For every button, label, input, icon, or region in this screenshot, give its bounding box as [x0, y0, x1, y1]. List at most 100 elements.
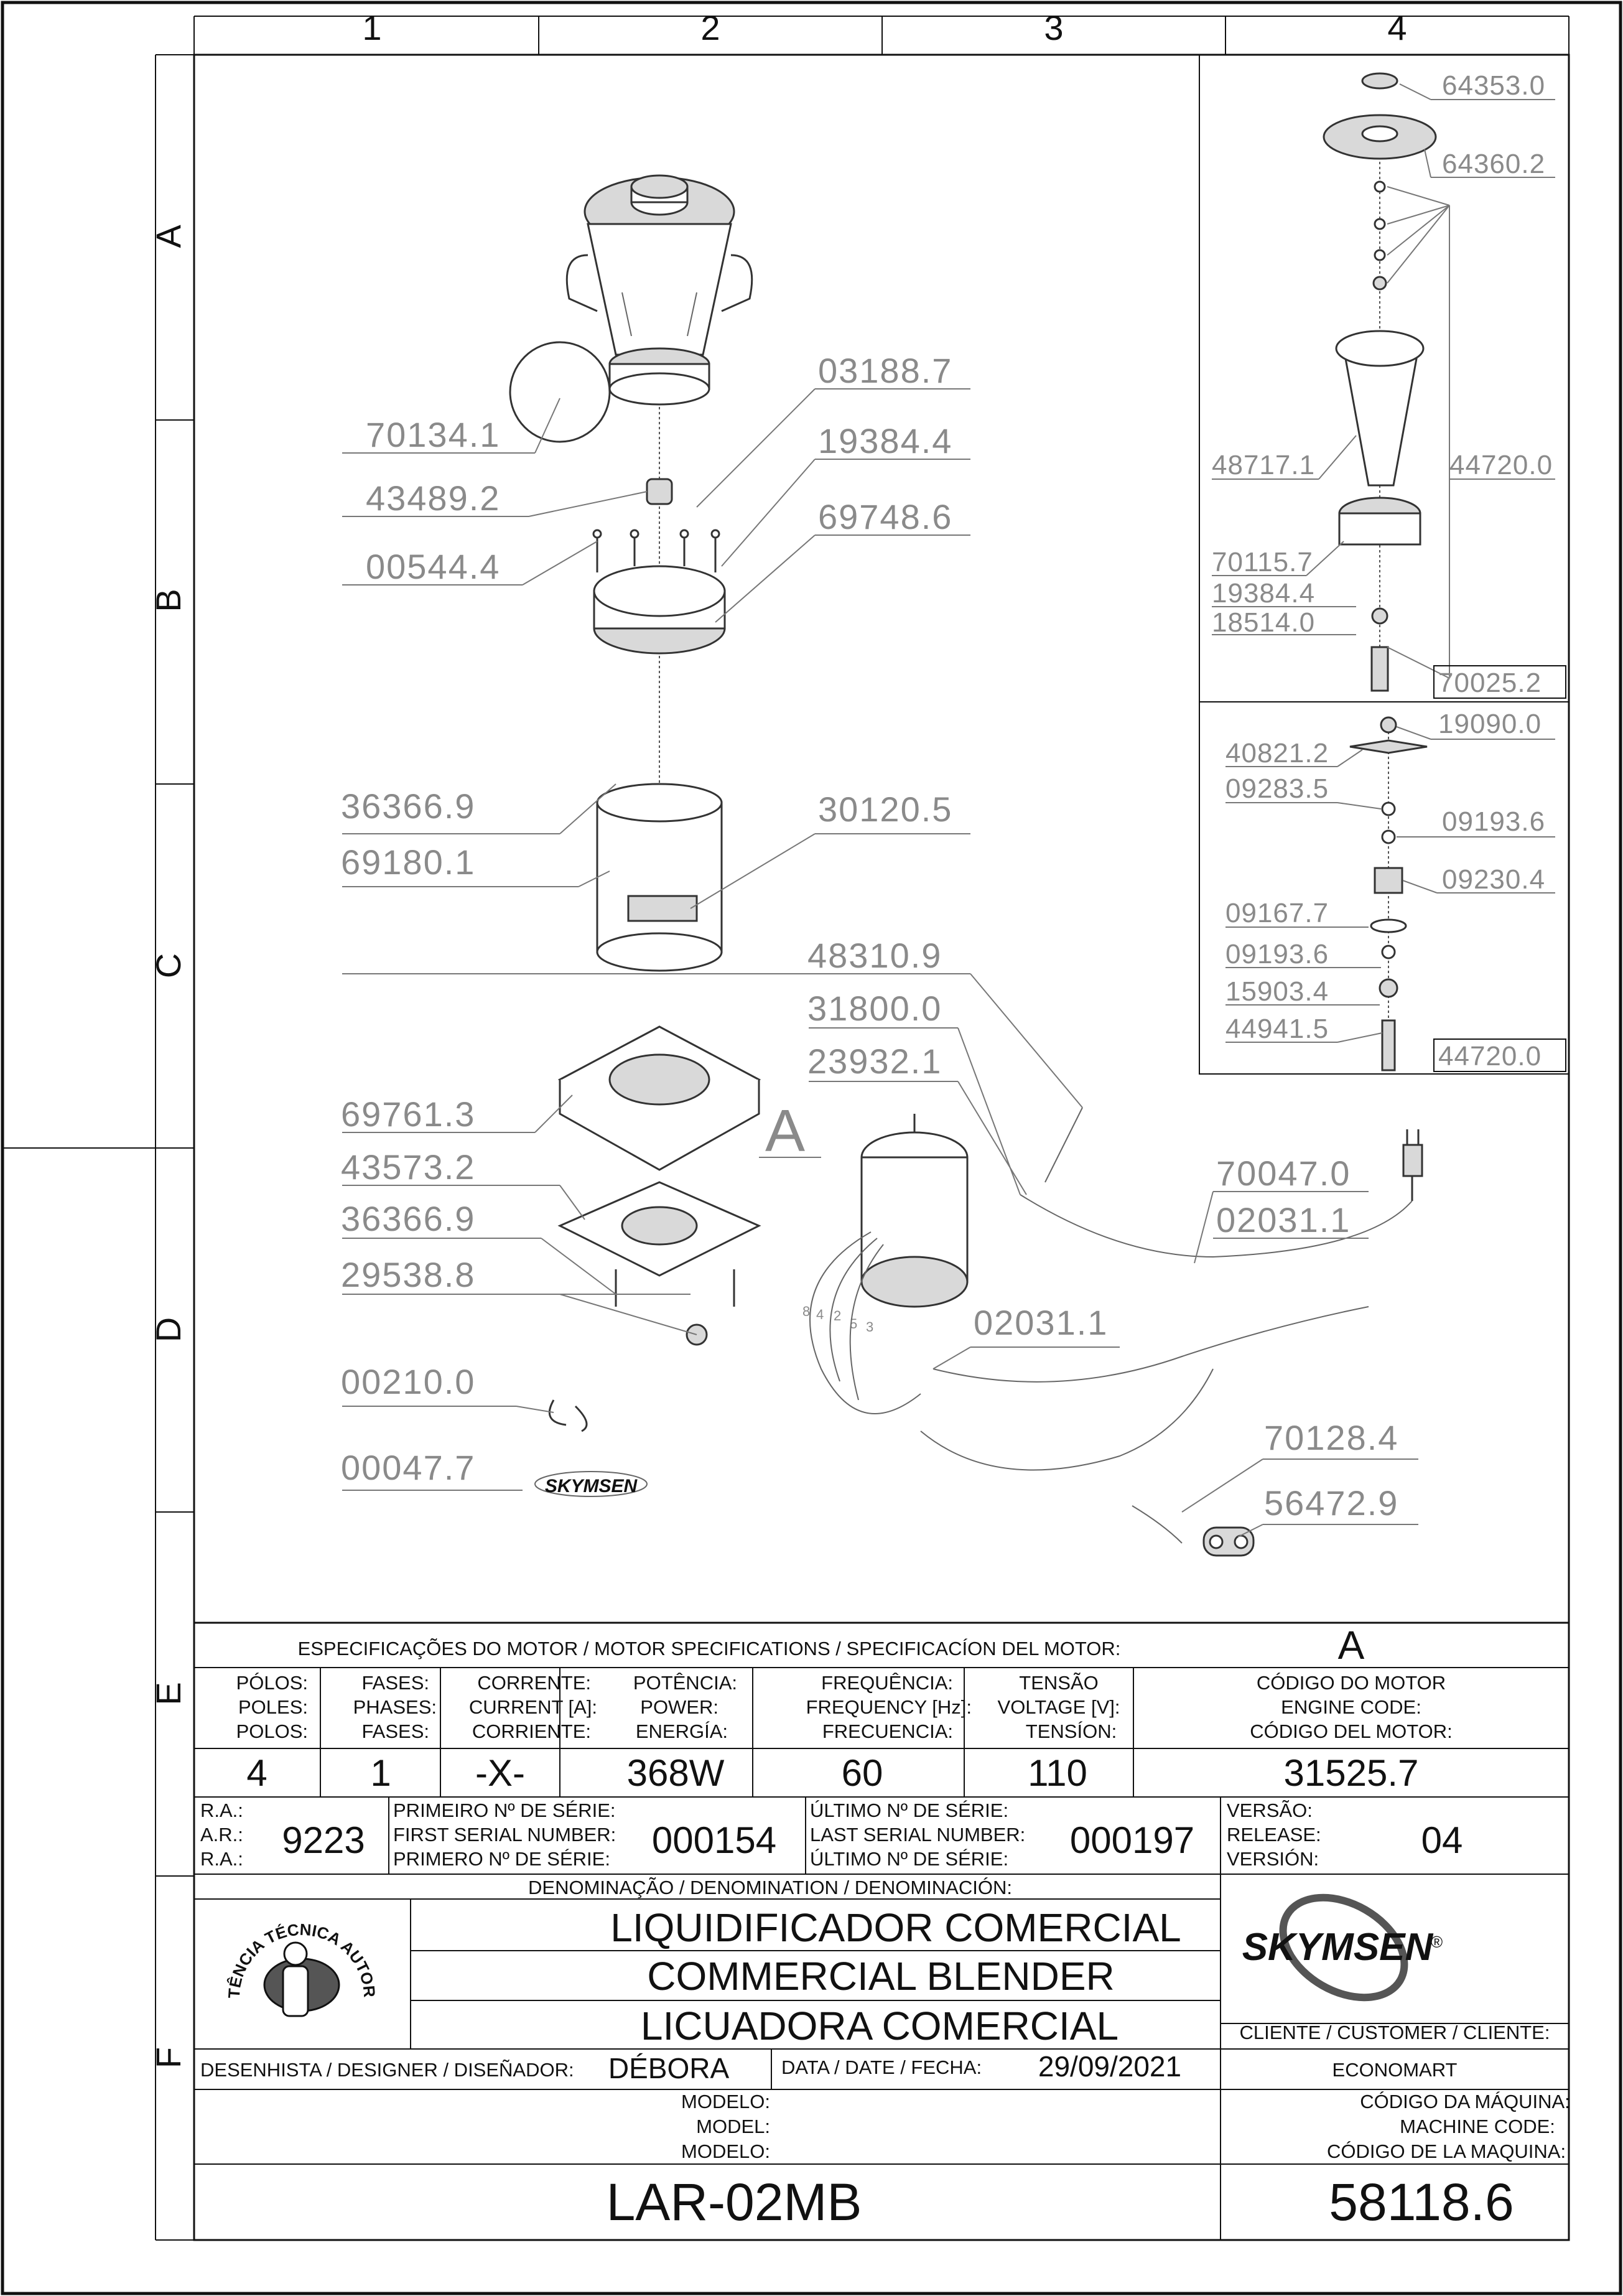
motor-unit — [860, 1114, 969, 1308]
callout-09283-5: 09283.5 — [1225, 773, 1329, 804]
client-value: ECONOMART — [1332, 2059, 1458, 2081]
callout-02031-1-b: 02031.1 — [974, 1303, 1108, 1342]
callout-09193-6-b: 09193.6 — [1225, 939, 1329, 969]
callout-56472-9: 56472.9 — [1264, 1483, 1398, 1523]
spec-value-voltage: 110 — [1028, 1752, 1087, 1794]
callout-15903-4: 15903.4 — [1225, 976, 1329, 1007]
main-exploded-view: A SKYMSEN 8 4 2 5 3 — [341, 174, 1423, 1557]
ra-labels: R.A.: A.R.: R.A.: — [200, 1799, 243, 1870]
callout-36366-9-b: 36366.9 — [341, 1199, 475, 1238]
seal-text-path: ASSISTÊNCIA TÉCNICA AUTORIZADA — [0, 0, 379, 1999]
motor-housing — [596, 783, 723, 972]
spec-header-line: CÓDIGO DO MOTOR — [1257, 1672, 1446, 1694]
cabinet — [557, 1025, 761, 1171]
first-serial-labels: PRIMEIRO Nº DE SÉRIE: FIRST SERIAL NUMBE… — [393, 1799, 616, 1870]
base-plate — [557, 1181, 761, 1346]
motor-wire-number: 2 — [834, 1308, 842, 1323]
callout-box — [1433, 1038, 1566, 1072]
callout-00047-7: 00047.7 — [341, 1448, 475, 1487]
callout-48310-9: 48310.9 — [807, 936, 942, 975]
model-label: MODELO: — [681, 2091, 770, 2112]
zone-row-label-text: B — [149, 589, 188, 612]
zone-row-label: E — [149, 1682, 188, 1705]
model-labels: MODELO: MODEL: MODELO: — [681, 2091, 770, 2162]
zone-row-label-text: E — [149, 1682, 188, 1705]
callout-44720-0-a: 44720.0 — [1449, 450, 1553, 480]
callout-69180-1: 69180.1 — [341, 842, 475, 882]
last-serial-label: ÚLTIMO Nº DE SÉRIE: — [810, 1848, 1008, 1870]
spec-header-line: FRECUENCIA: — [822, 1720, 953, 1742]
spec-header-current: CORRENTE: CURRENT [A]: CORRIENTE: — [469, 1672, 597, 1742]
spec-header-power: POTÊNCIA: POWER: ENERGÍA: — [633, 1672, 737, 1742]
last-serial-label: LAST SERIAL NUMBER: — [810, 1824, 1025, 1846]
last-serial-labels: ÚLTIMO Nº DE SÉRIE: LAST SERIAL NUMBER: … — [810, 1799, 1025, 1870]
motor-wire-number: 4 — [816, 1307, 824, 1322]
switch — [1202, 1526, 1255, 1557]
callout-31800-0: 31800.0 — [807, 989, 942, 1028]
model-label: MODELO: — [681, 2140, 770, 2162]
callout-64353-0: 64353.0 — [1442, 70, 1545, 101]
version-label: VERSÃO: — [1227, 1799, 1313, 1821]
last-serial-label: ÚLTIMO Nº DE SÉRIE: — [810, 1799, 1008, 1821]
callout-70025-2: 70025.2 — [1438, 668, 1542, 698]
callout-36366-9-a: 36366.9 — [341, 786, 475, 826]
coupling — [646, 478, 673, 505]
callout-19090-0: 19090.0 — [1438, 709, 1542, 739]
callout-18514-0: 18514.0 — [1212, 607, 1315, 638]
brand-logo-text: SKYMSEN — [1242, 1926, 1434, 1969]
zone-row-label: B — [149, 589, 188, 612]
zone-column-label: 1 — [362, 8, 381, 47]
first-serial-label: PRIMEIRO Nº DE SÉRIE: — [393, 1799, 616, 1821]
detail-jar-assembly: 64353.0 64360.2 48717.1 44720.0 70115.7 … — [1212, 70, 1566, 699]
version-labels: VERSÃO: RELEASE: VERSIÓN: — [1227, 1799, 1321, 1870]
callout-44720-0-b: 44720.0 — [1438, 1041, 1542, 1071]
spec-header-line: CURRENT [A]: — [469, 1696, 597, 1718]
callout-box — [1433, 665, 1566, 699]
ra-label: A.R.: — [200, 1824, 243, 1846]
client-label: CLIENTE / CUSTOMER / CLIENTE: — [1240, 2022, 1550, 2043]
spec-header-poles: PÓLOS: POLES: POLOS: — [236, 1672, 308, 1742]
callout-48717-1: 48717.1 — [1212, 450, 1315, 480]
zone-row-label: F — [149, 2047, 188, 2068]
version-label: VERSIÓN: — [1227, 1848, 1319, 1870]
callout-70134-1: 70134.1 — [366, 415, 500, 454]
spec-header-line: FASES: — [361, 1720, 429, 1742]
motor-wire-number: 8 — [802, 1304, 811, 1319]
spec-header-line: PHASES: — [353, 1696, 437, 1718]
zone-row-label-text: A — [149, 225, 188, 248]
zone-row-label: D — [149, 1317, 188, 1342]
version-value: 04 — [1421, 1819, 1463, 1861]
motor-spec-title: ESPECIFICAÇÕES DO MOTOR / MOTOR SPECIFIC… — [298, 1638, 1121, 1659]
power-cord — [1402, 1129, 1423, 1201]
callout-69748-6: 69748.6 — [818, 497, 952, 536]
first-serial-value: 000154 — [652, 1819, 776, 1861]
brand-logo-mark: ® — [1431, 1933, 1443, 1951]
spec-value-frequency: 60 — [842, 1752, 883, 1794]
spec-value-current: -X- — [475, 1752, 525, 1794]
spec-value-engine-code: 31525.7 — [1284, 1752, 1419, 1794]
spec-value-poles: 4 — [246, 1752, 267, 1794]
callout-09167-7: 09167.7 — [1225, 898, 1329, 928]
callout-64360-2: 64360.2 — [1442, 149, 1545, 179]
last-serial-value: 000197 — [1070, 1819, 1194, 1861]
motor-wire-number: 3 — [866, 1319, 874, 1335]
spec-header-line: CORRENTE: — [477, 1672, 591, 1694]
callout-23932-1: 23932.1 — [807, 1042, 942, 1081]
callout-43489-2: 43489.2 — [366, 478, 500, 518]
zone-column-label: 2 — [700, 8, 720, 47]
spec-header-line: TENSÍON: — [1026, 1720, 1117, 1742]
callout-70047-0: 70047.0 — [1216, 1154, 1351, 1193]
callouts-main: 70134.1 03188.7 19384.4 43489.2 69748.6 … — [341, 351, 1398, 1523]
spec-header-line: TENSÃO — [1019, 1672, 1098, 1694]
first-serial-label: PRIMERO Nº DE SÉRIE: — [393, 1848, 610, 1870]
callout-43573-2: 43573.2 — [341, 1147, 475, 1187]
zone-row-label-text: C — [149, 953, 188, 978]
zone-column-label: 3 — [1044, 8, 1063, 47]
zone-row-label-text: F — [149, 2047, 188, 2068]
spec-header-line: POTÊNCIA: — [633, 1672, 737, 1694]
brand-logo-small-text: SKYMSEN — [545, 1476, 638, 1496]
callout-19384-4: 19384.4 — [818, 421, 952, 460]
detail-boxes — [1199, 54, 1570, 1075]
ra-label: R.A.: — [200, 1848, 243, 1870]
zone-row-label: C — [149, 953, 188, 978]
